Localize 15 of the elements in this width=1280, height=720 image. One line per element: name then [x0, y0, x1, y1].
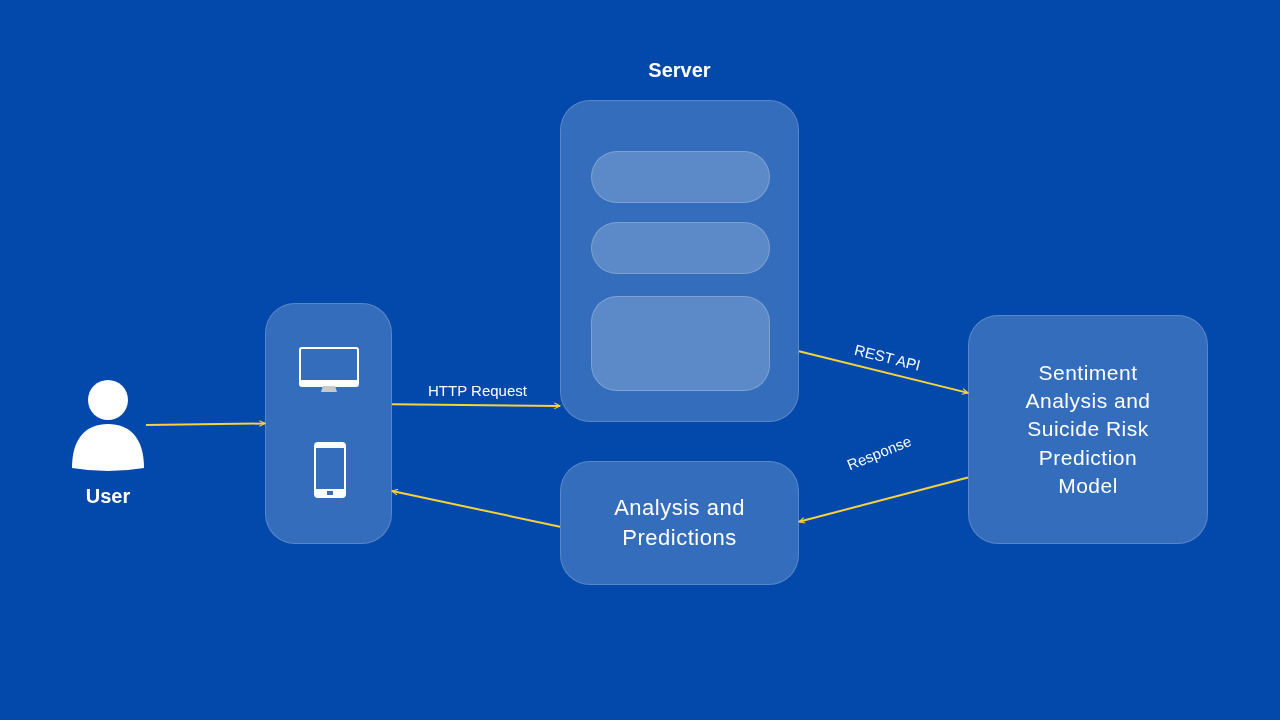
arrow	[798, 476, 969, 524]
process-box	[560, 461, 799, 585]
arrow	[145, 420, 266, 427]
arrow	[391, 402, 561, 410]
node-label: Analysis and Predictions	[613, 494, 746, 552]
module-box	[591, 222, 770, 274]
process-box	[968, 315, 1208, 544]
arrow	[798, 350, 969, 395]
module-box	[591, 151, 770, 203]
group-title: Server	[647, 59, 712, 82]
node-label: User	[84, 485, 132, 508]
module-box	[591, 296, 770, 391]
node-label: Sentiment Analysis and Suicide Risk Prediction Model	[1024, 359, 1152, 499]
client-panel	[265, 303, 392, 544]
arrow	[391, 488, 561, 528]
